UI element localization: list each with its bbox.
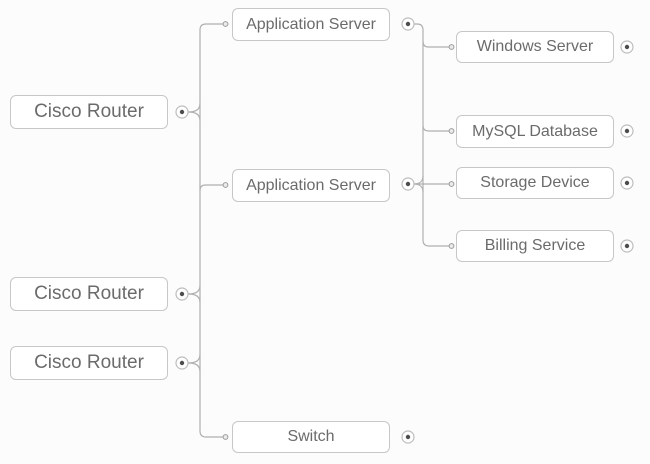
edge-endpoint-dot-icon — [448, 181, 455, 187]
edge-fork-up-cisco-router-1 — [187, 102, 201, 113]
node-cisco-router-1[interactable]: Cisco Router — [10, 95, 168, 129]
edge-endpoint-dot-icon — [222, 434, 229, 440]
collapse-toggle-switch[interactable] — [401, 430, 415, 444]
edge-endpoint-dot-icon — [448, 128, 455, 134]
node-billing-service[interactable]: Billing Service — [456, 230, 614, 262]
edge-endpoint-dot-icon — [222, 182, 229, 188]
edge-left-trunk — [199, 23, 224, 438]
collapse-toggle-billing-service[interactable] — [620, 239, 634, 253]
toggle-dot — [405, 181, 411, 187]
edge-right-trunk — [413, 23, 450, 247]
edge-endpoint-dot-icon — [222, 21, 229, 27]
toggle-dot — [624, 180, 630, 186]
collapse-toggle-windows-server[interactable] — [620, 40, 634, 54]
collapse-toggle-application-server-2[interactable] — [401, 177, 415, 191]
edge-fork-down-cisco-router-1 — [187, 111, 201, 122]
node-application-server-1[interactable]: Application Server — [232, 8, 390, 41]
collapse-toggle-storage-device[interactable] — [620, 176, 634, 190]
edge-endpoint-dot-icon — [448, 243, 455, 249]
collapse-toggle-cisco-router-3[interactable] — [175, 356, 189, 370]
node-cisco-router-3[interactable]: Cisco Router — [10, 346, 168, 380]
toggle-dot — [405, 21, 411, 27]
edge-fork-up-application-server-2 — [413, 175, 424, 185]
edge-fork-down-application-server-2 — [413, 183, 424, 193]
edge-endpoint-dot-icon — [448, 44, 455, 50]
toggle-dot — [179, 109, 185, 115]
collapse-toggle-cisco-router-2[interactable] — [175, 287, 189, 301]
node-cisco-router-2[interactable]: Cisco Router — [10, 277, 168, 311]
node-mysql-database[interactable]: MySQL Database — [456, 115, 614, 148]
collapse-toggle-application-server-1[interactable] — [401, 17, 415, 31]
toggle-dot — [179, 360, 185, 366]
node-windows-server[interactable]: Windows Server — [456, 31, 614, 63]
edge-fork-down-cisco-router-2 — [187, 293, 201, 304]
node-storage-device[interactable]: Storage Device — [456, 167, 614, 199]
edge-fork-down-cisco-router-3 — [187, 362, 201, 373]
node-switch[interactable]: Switch — [232, 421, 390, 453]
toggle-dot — [624, 44, 630, 50]
toggle-dot — [179, 291, 185, 297]
edge-left-branch-application-server-2 — [199, 184, 224, 192]
node-application-server-2[interactable]: Application Server — [232, 169, 390, 202]
toggle-dot — [624, 243, 630, 249]
edge-fork-up-cisco-router-2 — [187, 284, 201, 295]
collapse-toggle-mysql-database[interactable] — [620, 124, 634, 138]
edge-right-branch-windows-server — [422, 40, 450, 48]
collapse-toggle-cisco-router-1[interactable] — [175, 105, 189, 119]
toggle-dot — [624, 128, 630, 134]
edge-right-branch-mysql-database — [422, 124, 450, 132]
toggle-dot — [405, 434, 411, 440]
edge-fork-up-cisco-router-3 — [187, 353, 201, 364]
